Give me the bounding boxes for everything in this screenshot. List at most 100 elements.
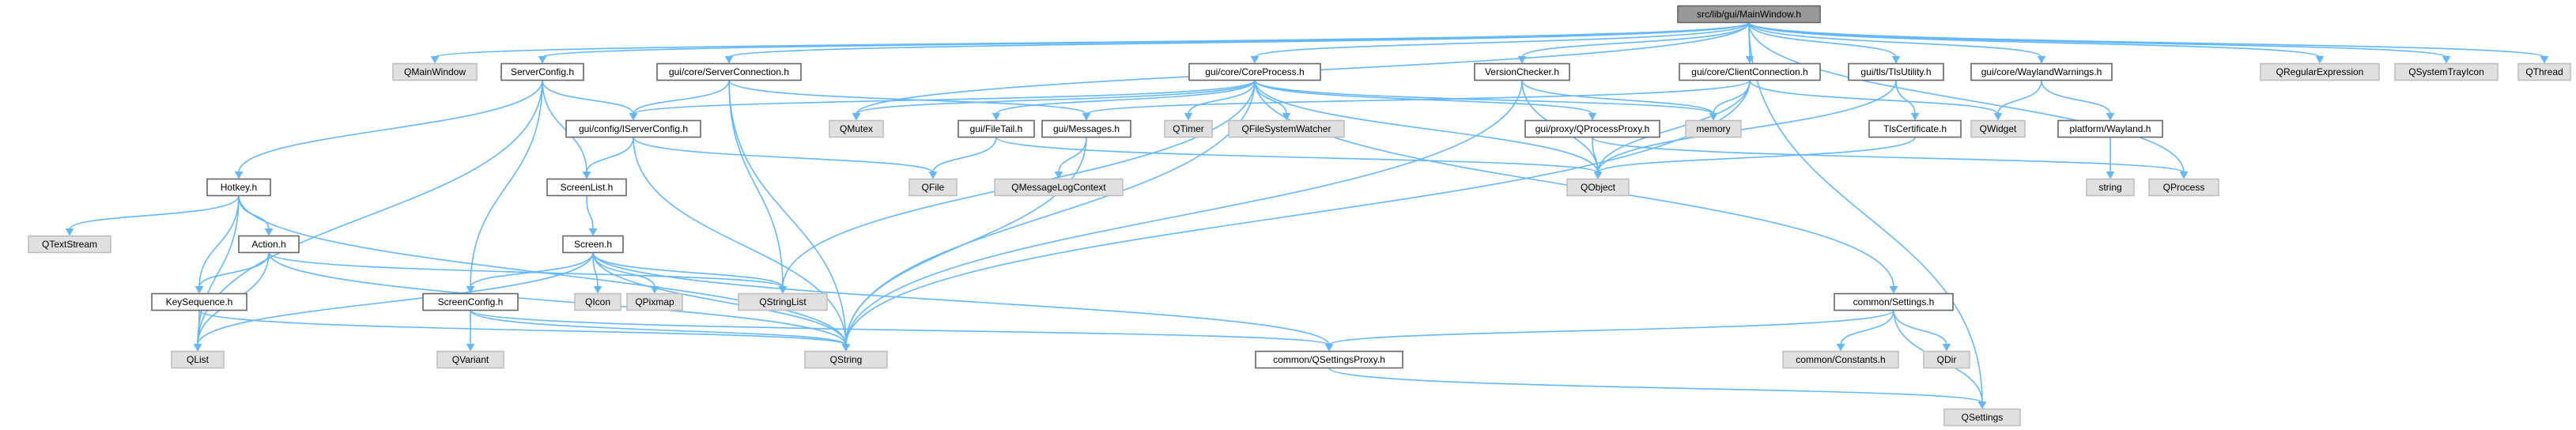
node-box-qobject <box>1566 178 1630 197</box>
node-label-qsystemtray: QSystemTrayIcon <box>2408 66 2484 77</box>
node-commonconstants: common/Constants.h <box>1782 350 1899 369</box>
node-label-hotkey: Hotkey.h <box>221 182 257 193</box>
node-qtimer: QTimer <box>1164 119 1213 138</box>
node-box-qmsglogctx <box>994 178 1124 197</box>
node-action[interactable]: Action.h <box>238 235 300 254</box>
node-box-qvariant <box>436 350 504 369</box>
arrowhead-serverconfig-to-hotkey <box>234 172 244 179</box>
node-serverconfig[interactable]: ServerConfig.h <box>500 62 584 81</box>
edge-coreprocess-to-memory <box>1254 79 1714 115</box>
arrowhead-waylandwarnings-to-platformwayland <box>2106 113 2115 121</box>
edge-keysequence-to-qstring <box>198 309 847 346</box>
edge-root-to-serverconfig <box>542 21 1750 58</box>
node-qstringlist: QStringList <box>738 292 828 311</box>
node-label-qprocess: QProcess <box>2163 182 2205 193</box>
node-label-serverconfig: ServerConfig.h <box>511 66 574 77</box>
arrowhead-root-to-qmainwindow <box>430 56 440 64</box>
arrowhead-commonsettings-to-qsettingsproxy <box>1324 344 1334 352</box>
node-qlist: QList <box>171 350 225 369</box>
node-label-messages: gui/Messages.h <box>1053 123 1120 134</box>
node-qsettingsproxy[interactable]: common/QSettingsProxy.h <box>1255 350 1403 369</box>
node-box-qtextstream <box>28 235 111 254</box>
node-box-qprocessproxy <box>1524 119 1660 138</box>
node-label-qstringlist: QStringList <box>759 296 806 307</box>
node-screen[interactable]: Screen.h <box>562 235 624 254</box>
node-box-qstringlist <box>738 292 828 311</box>
node-screenconfig[interactable]: ScreenConfig.h <box>422 292 519 311</box>
node-tlscert[interactable]: TlsCertificate.h <box>1868 119 1962 138</box>
node-label-memory: memory <box>1696 123 1730 134</box>
node-box-screenlist <box>546 178 627 197</box>
node-label-qmutex: QMutex <box>840 123 873 134</box>
node-label-qmsglogctx: QMessageLogContext <box>1011 182 1106 193</box>
node-label-qprocessproxy: gui/proxy/QProcessProxy.h <box>1535 123 1650 134</box>
edge-messages-to-qstring <box>845 137 1087 345</box>
edge-screen-to-qstring <box>592 252 847 345</box>
edge-commonsettings-to-qdir <box>1893 310 1947 345</box>
edge-root-to-qprocess <box>1748 22 2185 173</box>
node-label-keysequence: KeySequence.h <box>166 296 233 307</box>
node-versionchecker[interactable]: VersionChecker.h <box>1474 62 1570 81</box>
edge-root-to-coreprocess <box>1254 21 1750 58</box>
edge-coreprocess-to-qtimer <box>1188 80 1256 115</box>
node-keysequence[interactable]: KeySequence.h <box>151 292 247 311</box>
node-iserverconfig[interactable]: gui/config/IServerConfig.h <box>565 119 701 138</box>
edge-keysequence-to-qlist <box>197 310 200 345</box>
node-box-commonsettings <box>1834 292 1954 311</box>
node-root[interactable]: src/lib/gui/MainWindow.h <box>1677 5 1821 24</box>
arrowhead-tlscert-to-qobject <box>1593 172 1603 179</box>
node-filetail[interactable]: gui/FileTail.h <box>958 119 1035 138</box>
arrowhead-screen-to-screenconfig <box>466 286 475 294</box>
node-box-action <box>238 235 300 254</box>
edge-tlscert-to-qobject <box>1597 137 1916 174</box>
arrowhead-screen-to-qstringlist <box>778 286 788 294</box>
node-commonsettings[interactable]: common/Settings.h <box>1834 292 1954 311</box>
arrowhead-root-to-serverconfig <box>538 56 547 64</box>
edge-screenconfig-to-qstring <box>470 310 847 346</box>
node-label-qthread: QThread <box>2525 66 2563 77</box>
edge-serverconnection-to-qstringlist <box>728 80 784 288</box>
edge-iserverconfig-to-screenlist <box>586 137 634 173</box>
edge-qprocessproxy-to-qprocess <box>1592 136 2185 174</box>
arrowhead-root-to-qsystemtray <box>2442 56 2451 64</box>
edge-root-to-waylandwarnings <box>1748 22 2042 58</box>
node-box-qthread <box>2517 62 2571 81</box>
node-box-iserverconfig <box>565 119 701 138</box>
arrowhead-root-to-qthread <box>2540 56 2549 64</box>
edge-root-to-qthread <box>1748 21 2545 58</box>
arrowhead-tlsutility-to-tlscert <box>1910 113 1920 121</box>
node-box-keysequence <box>151 292 247 311</box>
node-label-screen: Screen.h <box>574 239 612 250</box>
node-coreprocess[interactable]: gui/core/CoreProcess.h <box>1188 62 1321 81</box>
node-qstring: QString <box>804 350 888 369</box>
node-box-qlist <box>171 350 225 369</box>
edge-hotkey-to-action <box>238 195 270 230</box>
edge-hotkey-to-qlist <box>197 195 240 345</box>
node-messages[interactable]: gui/Messages.h <box>1041 119 1131 138</box>
arrowhead-keysequence-to-qlist <box>193 344 202 352</box>
edge-commonsettings-to-qsettingsproxy <box>1328 309 1894 346</box>
edge-screenlist-to-screen <box>586 195 594 230</box>
node-label-qfile: QFile <box>922 182 945 193</box>
node-clientconnection[interactable]: gui/core/ClientConnection.h <box>1679 62 1821 81</box>
node-qprocessproxy[interactable]: gui/proxy/QProcessProxy.h <box>1524 119 1660 138</box>
edge-root-to-tlsutility <box>1748 22 1897 58</box>
edge-waylandwarnings-to-platformwayland <box>2041 80 2111 115</box>
node-box-memory <box>1685 119 1742 138</box>
node-label-qpixmap: QPixmap <box>635 296 674 307</box>
edge-serverconnection-to-messages <box>728 80 1087 115</box>
node-box-qpixmap <box>626 292 683 311</box>
node-tlsutility[interactable]: gui/tls/TlsUtility.h <box>1848 62 1944 81</box>
arrowhead-action-to-keysequence <box>195 286 204 294</box>
edge-screen-to-qicon <box>592 252 599 288</box>
node-hotkey[interactable]: Hotkey.h <box>206 178 271 197</box>
node-serverconnection[interactable]: gui/core/ServerConnection.h <box>656 62 802 81</box>
edge-root-to-qmainwindow <box>434 21 1750 58</box>
node-label-string: string <box>2098 182 2121 193</box>
node-waylandwarnings[interactable]: gui/core/WaylandWarnings.h <box>1970 62 2113 81</box>
node-label-qobject: QObject <box>1581 182 1616 193</box>
node-box-qregexp <box>2260 62 2380 81</box>
node-screenlist[interactable]: ScreenList.h <box>546 178 627 197</box>
node-platformwayland[interactable]: platform/Wayland.h <box>2057 119 2163 138</box>
node-string: string <box>2086 178 2135 197</box>
